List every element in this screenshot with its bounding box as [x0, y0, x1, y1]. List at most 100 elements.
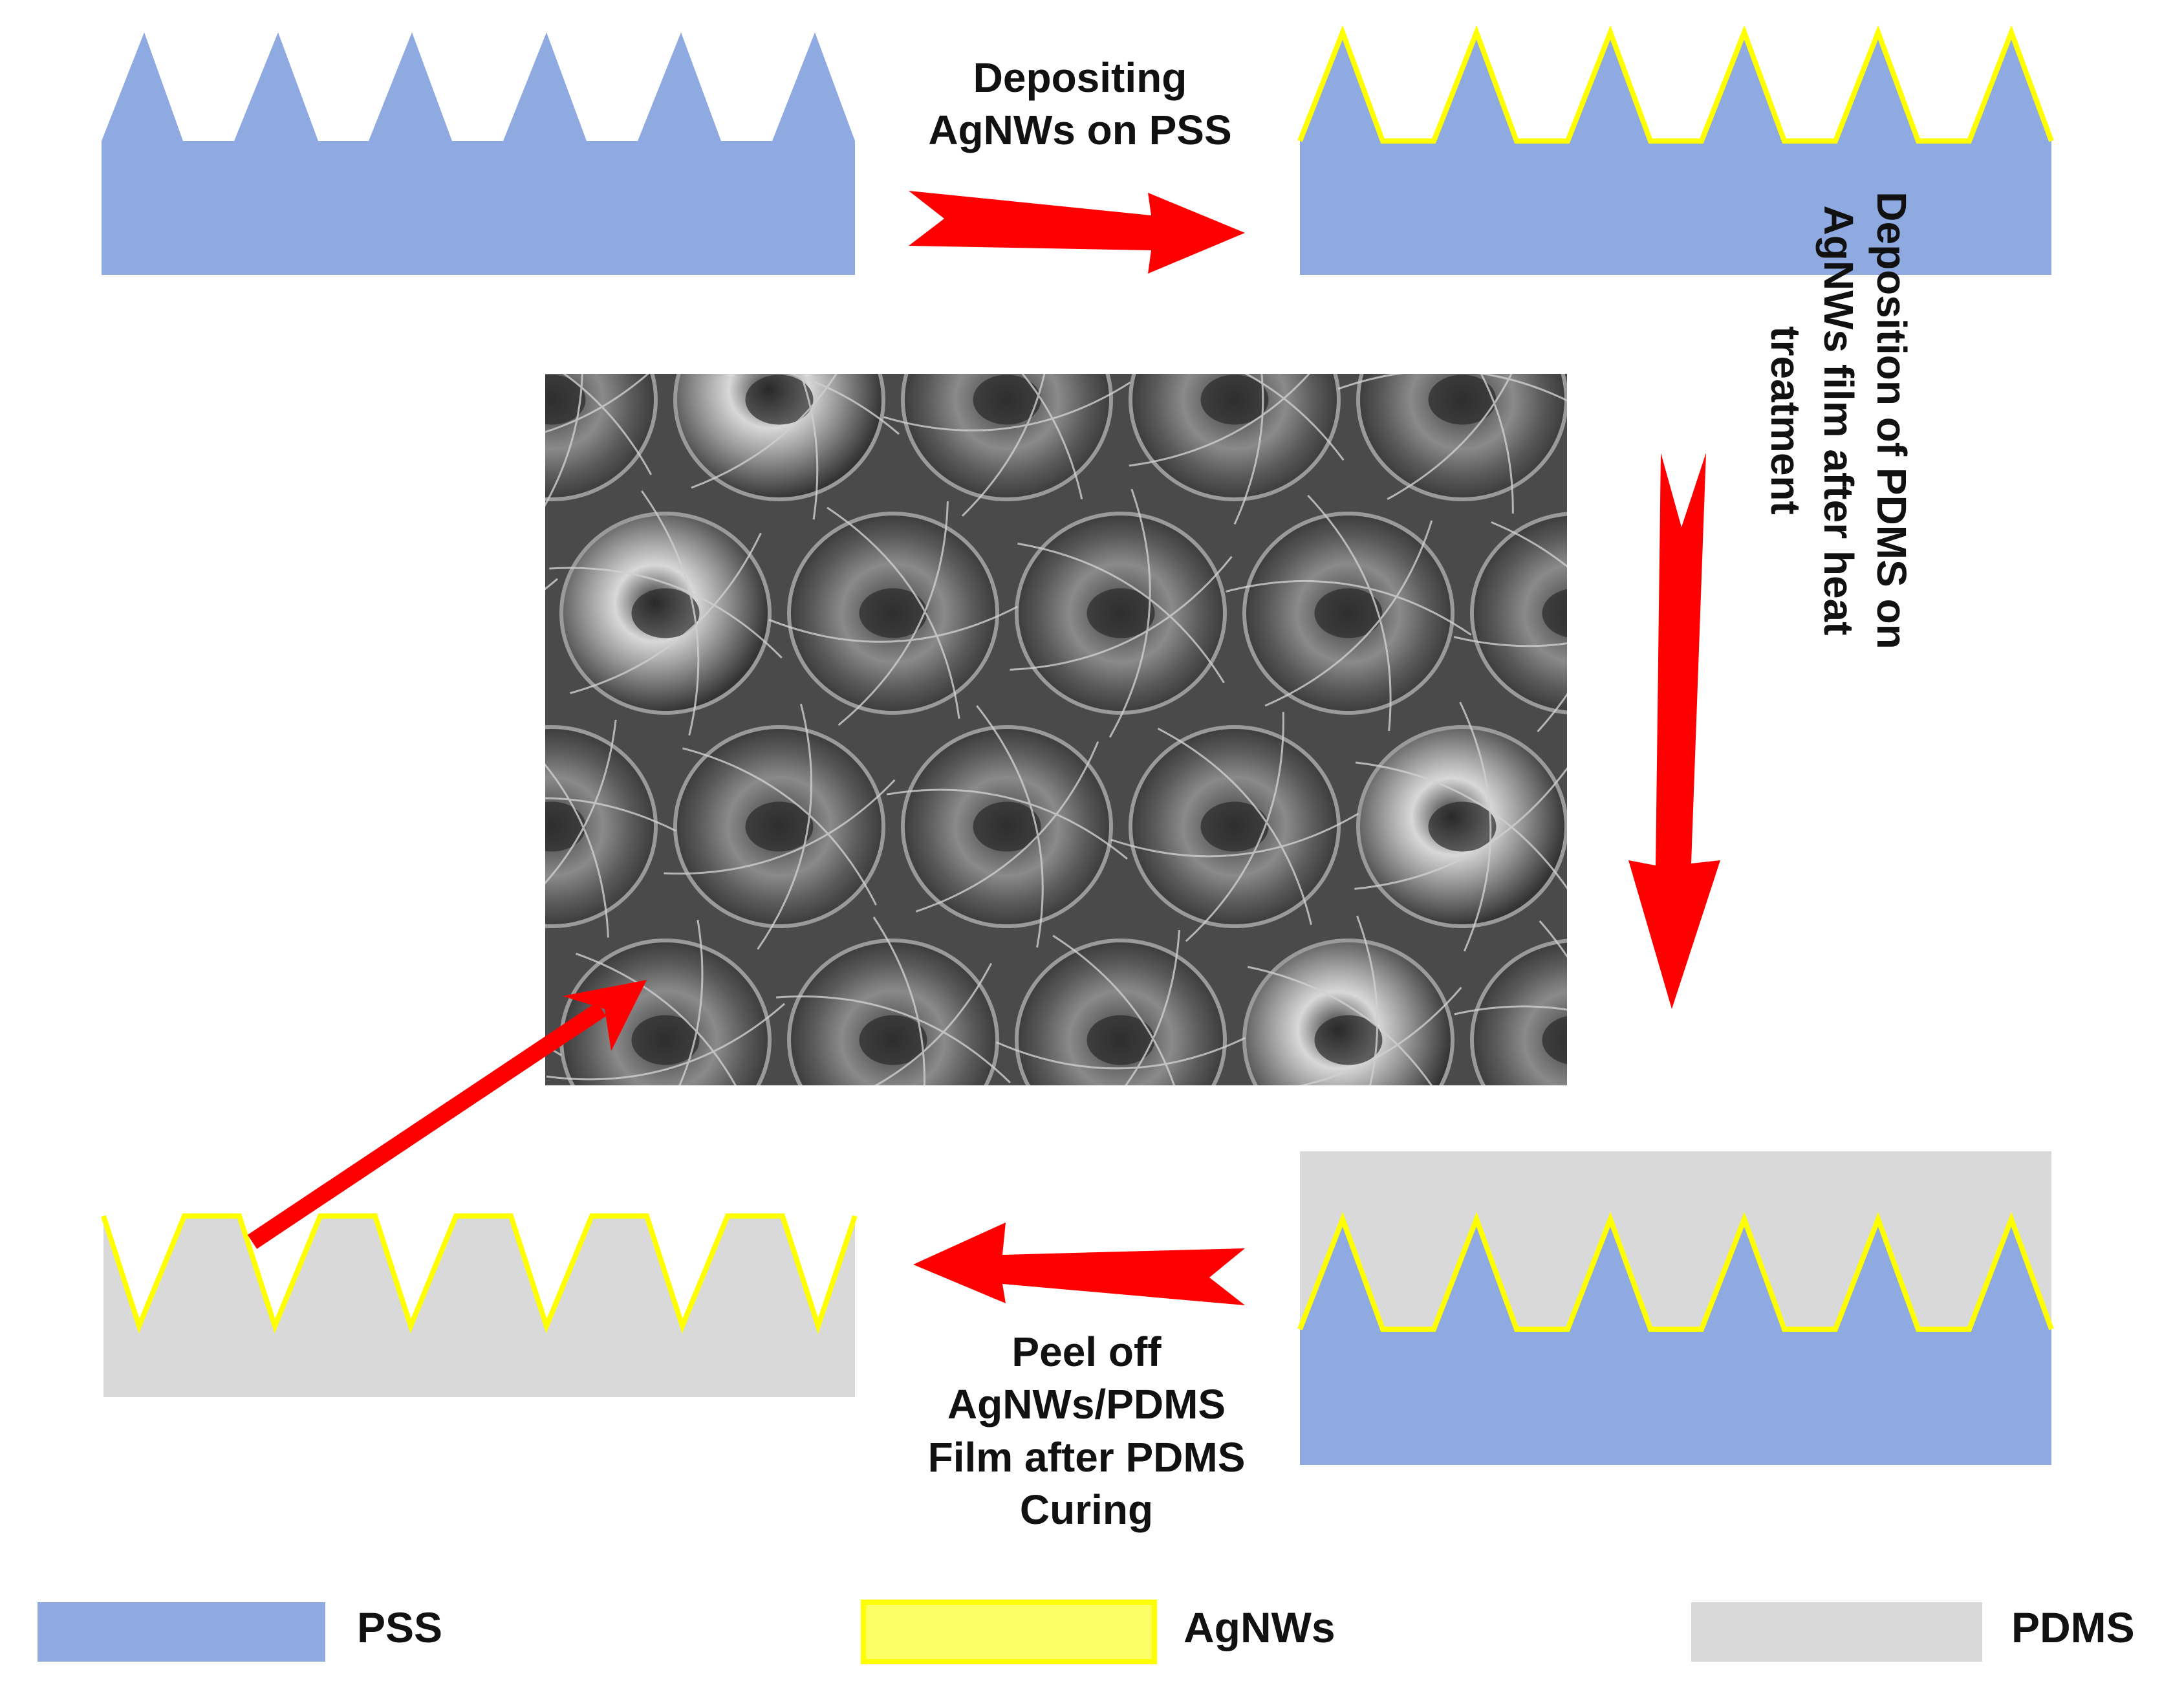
sem-cell-center	[973, 375, 1041, 425]
sem-cell	[545, 725, 658, 928]
sem-nanowire	[1355, 761, 1567, 890]
sem-nanowire	[212, 772, 436, 882]
sem-nanowire	[410, 492, 473, 734]
sem-cell	[787, 939, 999, 1085]
sem-nanowire	[915, 741, 1099, 913]
sem-nanowire	[682, 747, 877, 906]
sem-nanowire	[1454, 1005, 1567, 1015]
sem-nanowire	[691, 374, 838, 489]
sem-nanowire	[1124, 929, 1180, 1085]
step-deposition-label: Deposition of PDMS on AgNWs film after h…	[1758, 162, 1918, 679]
sem-micrograph	[200, 294, 1567, 1085]
sem-cell-center	[1200, 801, 1269, 852]
sem-nanowire	[1297, 986, 1462, 1085]
sem-nanowire	[1247, 966, 1433, 1085]
sem-nanowire	[641, 490, 700, 736]
sem-cell-center	[290, 375, 358, 425]
sem-nanowire	[1537, 693, 1567, 733]
sem-nanowire	[1010, 556, 1233, 671]
step-deposition-line: treatment	[1762, 326, 1810, 515]
sem-cell-center	[1200, 375, 1269, 425]
sem-cell	[1470, 512, 1567, 715]
sem-cell-center	[290, 802, 358, 852]
sem-cell	[220, 300, 428, 499]
sem-nanowire	[1354, 766, 1567, 890]
sem-nanowire	[1539, 920, 1567, 959]
step-peel-line: Film after PDMS	[927, 1433, 1246, 1481]
sem-cell	[1470, 939, 1567, 1085]
legend-agnws-swatch	[861, 1600, 1157, 1664]
sem-nanowire	[562, 374, 653, 475]
sem-nanowire	[1453, 636, 1567, 647]
sem-nanowire	[799, 374, 819, 520]
step-depositing-line: Depositing	[973, 54, 1187, 101]
sem-cell-center	[1087, 1015, 1155, 1065]
sem-nanowire	[1157, 727, 1312, 926]
sem-cell-center	[545, 801, 586, 852]
sem-cell-center	[1314, 588, 1383, 638]
sem-nanowire	[872, 917, 925, 1085]
sem-nanowire	[570, 532, 762, 695]
sem-cell-center	[745, 801, 814, 852]
sem-nanowire	[678, 919, 704, 1085]
sem-cell	[220, 727, 428, 926]
sem-cell-center	[545, 375, 586, 425]
sem-cell-center	[1428, 801, 1497, 852]
sem-cell-center	[1314, 1015, 1383, 1065]
sem-nanowire	[258, 294, 390, 505]
sem-nanowire	[1226, 580, 1472, 636]
sem-nanowire	[768, 605, 1018, 643]
sem-nanowire	[546, 1003, 786, 1081]
sem-nanowire	[1337, 374, 1567, 402]
step-peel-line: Curing	[1019, 1486, 1154, 1533]
sem-nanowire	[1110, 812, 1359, 858]
sem-nanowire	[995, 1037, 1246, 1070]
legend-pdms-swatch	[1691, 1602, 1982, 1662]
sem-nanowire	[200, 371, 449, 400]
sem-cell-center	[973, 801, 1041, 852]
sem-nanowire	[886, 788, 1128, 860]
sem-nanowire	[883, 381, 1131, 431]
sem-nanowire	[545, 374, 650, 433]
legend-pdms-label: PDMS	[2011, 1603, 2135, 1651]
sem-nanowire	[1129, 374, 1311, 467]
sem-nanowire	[545, 1045, 562, 1056]
sem-nanowire	[545, 374, 583, 507]
sem-nanowire	[545, 578, 559, 591]
arrow-down-icon	[1628, 453, 1720, 1009]
sem-nanowire	[1185, 711, 1284, 942]
sem-cell-center	[859, 1015, 927, 1065]
sem-nanowire	[222, 755, 426, 898]
sem-nanowire	[1491, 521, 1567, 568]
sem-nanowire	[1017, 542, 1225, 684]
sem-nanowire	[1459, 701, 1492, 952]
step-depositing-label: Depositing AgNWs on PSS	[841, 52, 1319, 157]
sem-nanowire	[775, 995, 1011, 1083]
sem-nanowire	[1244, 374, 1345, 461]
sem-nanowire	[545, 763, 609, 938]
step-depositing-line: AgNWs on PSS	[928, 107, 1232, 154]
sem-nanowire	[311, 703, 354, 951]
sem-cell	[901, 374, 1113, 501]
step-deposition-line: Deposition of PDMS on	[1868, 191, 1915, 649]
sem-nanowire	[1264, 520, 1433, 707]
sem-cell-center	[631, 1015, 700, 1065]
sem-nanowire	[545, 719, 617, 885]
sem-nanowire	[838, 501, 949, 726]
step-peel-label: Peel off AgNWs/PDMS Film after PDMS Curi…	[867, 1326, 1306, 1536]
sem-nanowire	[961, 374, 1046, 517]
pss-agnws-pdms-stack	[1297, 1151, 2054, 1465]
step-deposition-line: AgNWs film after heat	[1815, 205, 1863, 636]
sem-nanowire	[827, 506, 960, 719]
sem-nanowire	[1052, 935, 1176, 1085]
agnws-pdms-film	[101, 1213, 858, 1397]
sem-nanowire	[788, 374, 900, 435]
sem-cell	[673, 374, 885, 501]
sem-nanowire	[545, 797, 677, 832]
sem-nanowire	[664, 779, 896, 875]
sem-cell-center	[404, 1015, 472, 1065]
sem-cell-center	[1087, 588, 1155, 638]
step-peel-line: AgNWs/PDMS	[947, 1381, 1226, 1428]
sem-nanowire	[757, 704, 812, 950]
pss-substrate-initial	[102, 32, 855, 275]
